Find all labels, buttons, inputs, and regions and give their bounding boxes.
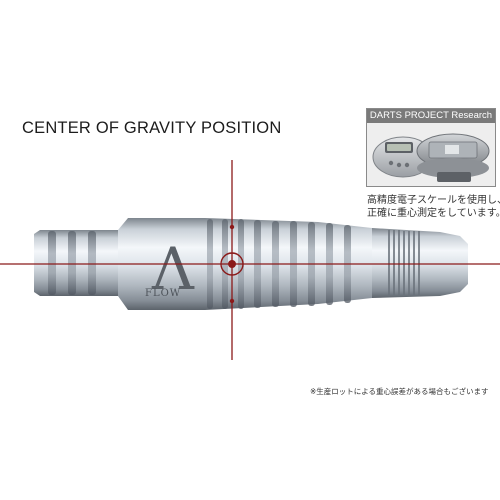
footnote-text: ※生産ロットによる重心誤差がある場合もございます <box>310 387 489 396</box>
crosshair-center-dot <box>228 260 236 268</box>
research-caption-line-1: 高精度電子スケールを使用し、 <box>367 195 500 206</box>
rear-grip-rings <box>48 231 96 295</box>
crosshair-outer-ring <box>220 252 244 276</box>
research-panel: DARTS PROJECT Research <box>366 108 496 187</box>
front-fine-rings <box>388 230 420 296</box>
research-caption-line-2: 正確に重心測定をしています。 <box>367 208 500 219</box>
center-of-gravity-marker <box>0 160 500 360</box>
digital-scale-image <box>367 123 495 186</box>
brand-logo-name: FLOW <box>145 288 181 299</box>
research-panel-header: DARTS PROJECT Research <box>367 109 495 123</box>
page-title: CENTER OF GRAVITY POSITION <box>22 119 282 137</box>
brand-logo-mark: Λ <box>151 235 195 303</box>
